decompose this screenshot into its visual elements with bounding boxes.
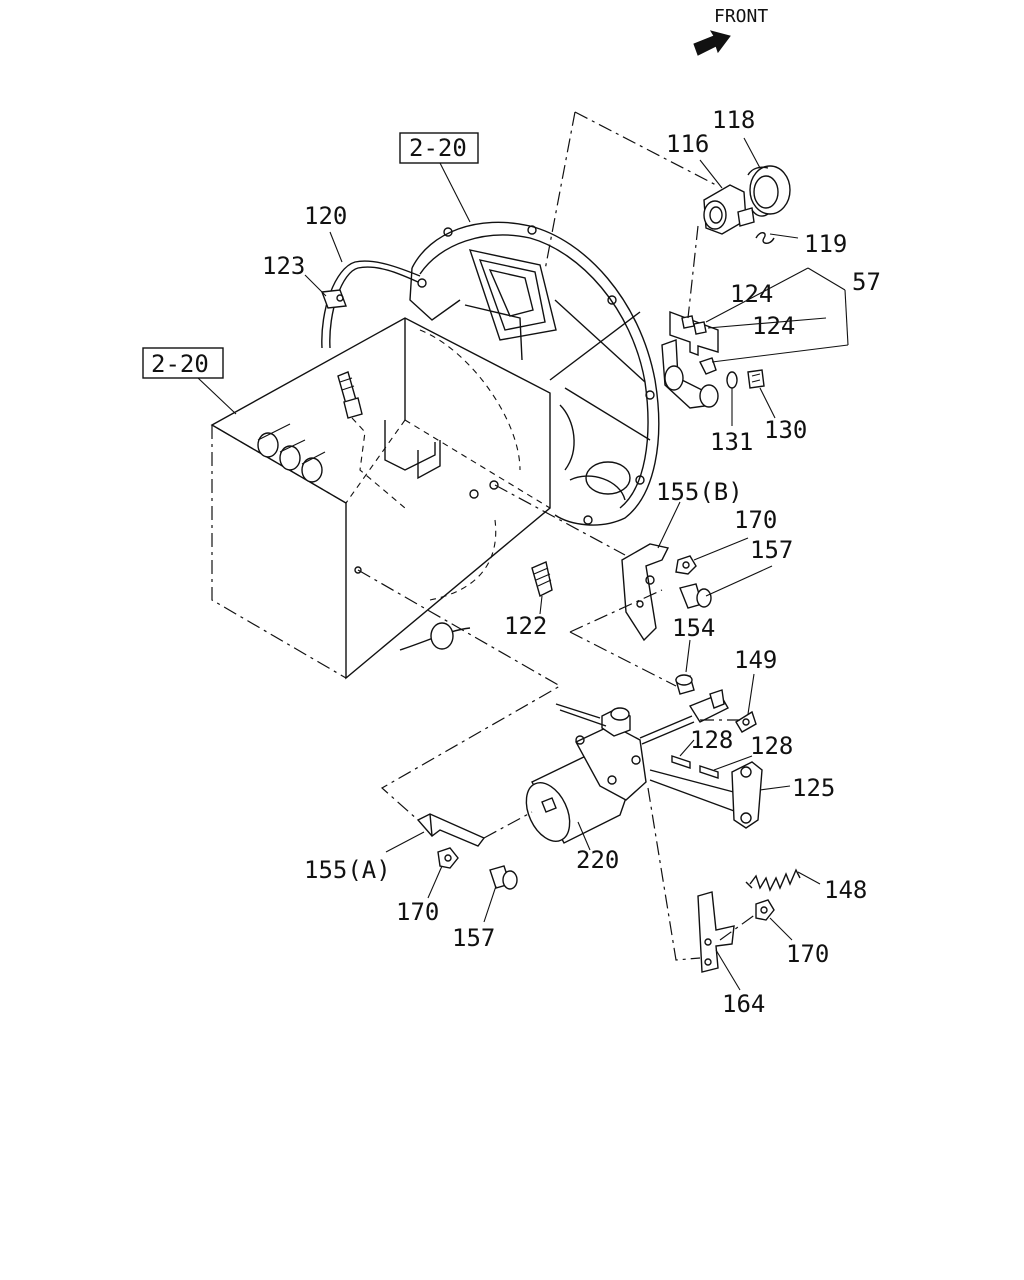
callout-130: 130 xyxy=(764,416,807,444)
part-128-pin-right xyxy=(699,765,719,779)
part-170-nut-lower xyxy=(437,847,459,869)
part-125-lever xyxy=(731,761,763,829)
callout-170-lower: 170 xyxy=(396,898,439,926)
part-157-bolt-lower xyxy=(489,865,518,890)
leader-lines xyxy=(304,137,849,991)
reference-box-upper: 2-20 xyxy=(399,132,479,164)
callout-149: 149 xyxy=(734,646,777,674)
part-57-fork-assembly xyxy=(661,310,719,409)
part-122-fitting xyxy=(494,484,626,598)
callout-118: 118 xyxy=(712,106,755,134)
callout-116: 116 xyxy=(666,130,709,158)
callout-122: 122 xyxy=(504,612,547,640)
flywheel-housing xyxy=(409,221,660,526)
part-170-nut-upper xyxy=(675,555,697,575)
part-154-pin xyxy=(675,674,695,695)
part-123-clip xyxy=(321,289,347,309)
callout-120: 120 xyxy=(304,202,347,230)
part-164-bracket xyxy=(697,891,735,973)
front-label: FRONT xyxy=(714,6,768,27)
transmission-case xyxy=(210,317,551,680)
callout-128-left: 128 xyxy=(690,726,733,754)
callout-123: 123 xyxy=(262,252,305,280)
sensor-fitting xyxy=(337,371,406,509)
part-130-bolt xyxy=(747,369,765,389)
callout-119: 119 xyxy=(804,230,847,258)
callout-57: 57 xyxy=(852,268,881,296)
callout-164: 164 xyxy=(722,990,765,1018)
callout-157-upper: 157 xyxy=(750,536,793,564)
part-155b-bracket xyxy=(621,543,670,642)
callout-170-right: 170 xyxy=(786,940,829,968)
callout-124-upper: 124 xyxy=(730,280,773,308)
part-149-clevis-link xyxy=(735,710,757,733)
callout-155b: 155(B) xyxy=(656,478,743,506)
part-119-spring-clip xyxy=(755,232,775,244)
leader-ref-upper xyxy=(439,162,471,223)
part-118-bearing xyxy=(747,165,791,217)
callout-131: 131 xyxy=(710,428,753,456)
callout-154: 154 xyxy=(672,614,715,642)
part-148-spring xyxy=(745,868,801,892)
callout-157-lower: 157 xyxy=(452,924,495,952)
part-220-air-cylinder xyxy=(525,689,746,844)
leader-ref-left xyxy=(197,377,237,415)
reference-label-left: 2-20 xyxy=(151,350,209,378)
reference-box-left: 2-20 xyxy=(142,347,224,379)
callout-170-upper: 170 xyxy=(734,506,777,534)
callout-labels: 116 118 119 57 124 124 120 123 131 130 1… xyxy=(262,106,881,1018)
part-155a-bracket xyxy=(416,813,486,847)
alignment-lines xyxy=(357,111,757,961)
part-116-release-bearing xyxy=(703,184,755,235)
front-arrow-icon xyxy=(693,30,731,56)
part-128-pin-left xyxy=(671,755,691,769)
callout-125: 125 xyxy=(792,774,835,802)
callout-124-lower: 124 xyxy=(752,312,795,340)
part-120-pipe xyxy=(321,260,421,349)
callout-128-right: 128 xyxy=(750,732,793,760)
front-indicator: FRONT xyxy=(693,6,768,56)
callout-148: 148 xyxy=(824,876,867,904)
part-131-washer xyxy=(726,371,738,389)
part-170-nut-right xyxy=(755,899,775,921)
callout-220: 220 xyxy=(576,846,619,874)
reference-label-upper: 2-20 xyxy=(409,134,467,162)
part-157-bolt-upper xyxy=(679,583,712,609)
callout-155a: 155(A) xyxy=(304,856,391,884)
